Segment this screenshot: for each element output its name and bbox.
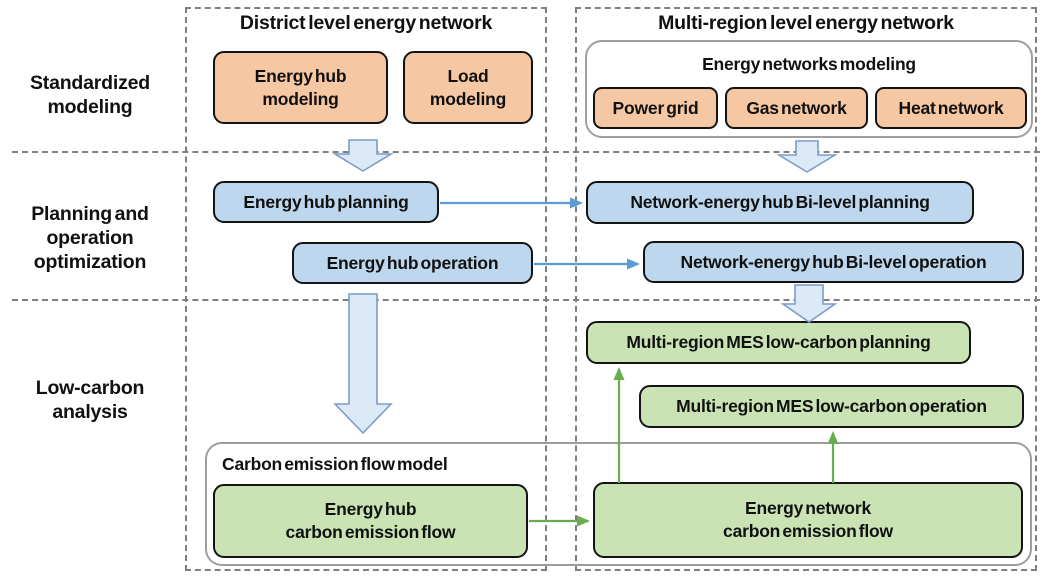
bilevel-operation-box: Network-energy hub Bi-level operation	[643, 241, 1024, 283]
power-grid-label: Power grid	[612, 97, 699, 118]
load-modeling-box: Load modeling	[403, 51, 533, 124]
gas-network-box: Gas network	[725, 87, 868, 129]
row-label-low-carbon-analysis: Low-carbon analysis	[35, 377, 145, 423]
row-divider-2	[12, 299, 1040, 301]
row-label-standardized-modeling: Standardized modeling	[29, 72, 151, 118]
energy-network-carbon-emission-flow-box: Energy network carbon emission flow	[593, 482, 1023, 558]
energy-hub-operation-label: Energy hub operation	[326, 252, 499, 273]
row-label-planning-operation-optimization: Planning and operation optimization	[31, 203, 149, 273]
gas-network-label: Gas network	[746, 97, 847, 118]
district-column-border	[185, 7, 547, 571]
load-modeling-line1: Load	[447, 65, 489, 86]
energy-networks-modeling-container	[585, 40, 1033, 138]
energy-hub-planning-box: Energy hub planning	[213, 181, 439, 223]
bilevel-operation-label: Network-energy hub Bi-level operation	[680, 251, 987, 272]
energy-hub-modeling-box: Energy hub modeling	[213, 51, 388, 124]
bilevel-planning-box: Network-energy hub Bi-level planning	[586, 181, 974, 224]
energy-hub-planning-label: Energy hub planning	[243, 191, 409, 212]
carbon-emission-flow-model-title: Carbon emission flow model	[222, 454, 448, 474]
energy-network-cef-line2: carbon emission flow	[723, 521, 893, 541]
energy-hub-cef-line1: Energy hub	[324, 499, 417, 520]
energy-networks-modeling-title: Energy networks modeling	[702, 54, 916, 74]
energy-hub-modeling-line2: modeling	[262, 88, 339, 109]
multi-region-column-border	[575, 7, 1037, 571]
bilevel-planning-label: Network-energy hub Bi-level planning	[630, 192, 930, 213]
energy-network-cef-line1: Energy network	[745, 498, 871, 519]
energy-hub-modeling-line1: Energy hub	[254, 65, 347, 86]
heat-network-label: Heat network	[898, 97, 1004, 118]
energy-hub-cef-line2: carbon emission flow	[285, 522, 456, 542]
energy-hub-operation-box: Energy hub operation	[292, 242, 533, 284]
energy-hub-carbon-emission-flow-box: Energy hub carbon emission flow	[213, 484, 528, 558]
district-column-title: District level energy network	[239, 12, 493, 34]
row-divider-1	[12, 151, 1040, 153]
mes-low-carbon-operation-label: Multi-region MES low-carbon operation	[676, 396, 987, 417]
mes-low-carbon-operation-box: Multi-region MES low-carbon operation	[639, 385, 1024, 428]
mes-low-carbon-planning-label: Multi-region MES low-carbon planning	[626, 332, 931, 353]
load-modeling-line2: modeling	[429, 88, 507, 109]
mes-low-carbon-planning-box: Multi-region MES low-carbon planning	[586, 321, 971, 364]
power-grid-box: Power grid	[593, 87, 718, 129]
multi-region-column-title: Multi-region level energy network	[658, 12, 954, 34]
heat-network-box: Heat network	[875, 87, 1027, 129]
